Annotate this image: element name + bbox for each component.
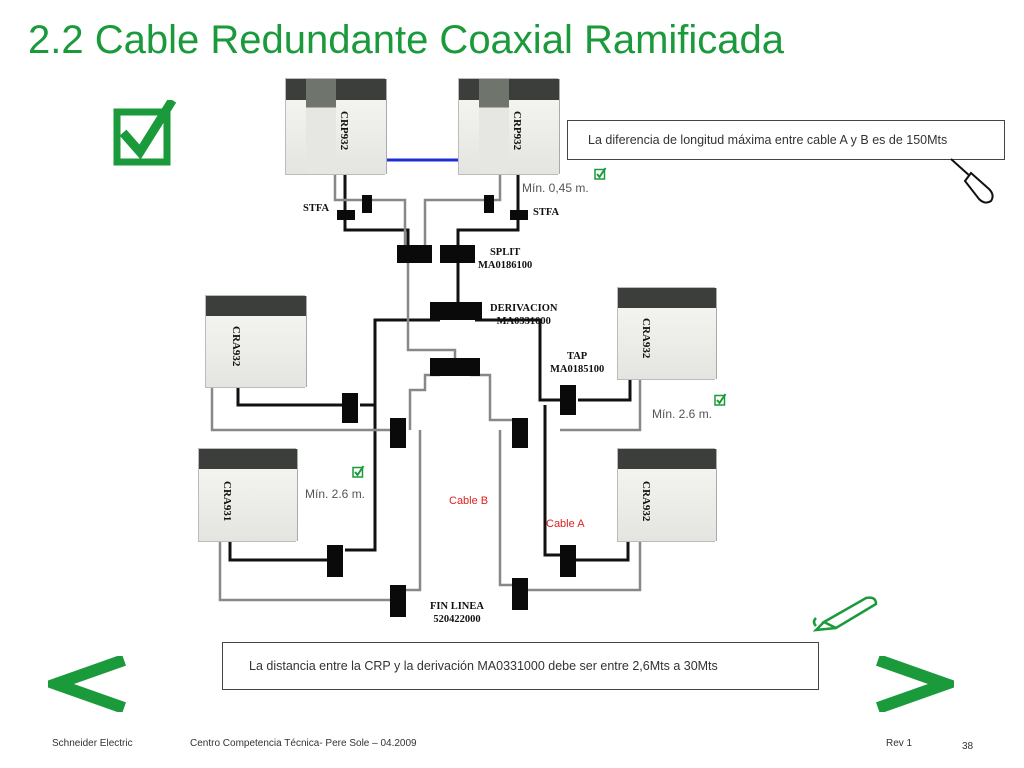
previous-arrow-button[interactable]: < bbox=[48, 656, 128, 712]
distance-text: La distancia entre la CRP y la derivació… bbox=[249, 659, 718, 673]
split-name: SPLIT bbox=[489, 247, 521, 258]
footer-center: Centro Competencia Técnica- Pere Sole – … bbox=[190, 738, 417, 749]
checkbox-checked-icon bbox=[352, 465, 365, 478]
crp-rack-left: CRP932 bbox=[285, 78, 387, 175]
plc-label: CRA932 bbox=[230, 326, 242, 367]
cra-rack-mid-left: CRA932 bbox=[205, 295, 307, 388]
min-distance-crp: Mín. 0,45 m. bbox=[522, 181, 589, 195]
screwdriver-icon bbox=[950, 158, 994, 204]
footer-rev: Rev 1 bbox=[886, 738, 913, 749]
cra-rack-bottom-left: CRA931 bbox=[198, 448, 298, 542]
pencil-icon bbox=[812, 596, 878, 632]
min-distance-right: Mín. 2.6 m. bbox=[652, 407, 713, 421]
plc-label: CRA931 bbox=[221, 481, 233, 522]
page-title: 2.2 Cable Redundante Coaxial Ramificada bbox=[28, 18, 785, 62]
tap-name: TAP bbox=[567, 351, 588, 362]
plc-label: CRP932 bbox=[338, 111, 350, 151]
min-distance-left: Mín. 2.6 m. bbox=[305, 487, 366, 501]
checkbox-checked-icon bbox=[113, 100, 176, 166]
cra-rack-bottom-right: CRA932 bbox=[617, 448, 717, 542]
tap-ref: MA0185100 bbox=[550, 364, 605, 375]
cable-a-label: Cable A bbox=[546, 518, 585, 530]
distance-note: La distancia entre la CRP y la derivació… bbox=[222, 642, 819, 690]
split-ref: MA0186100 bbox=[478, 260, 533, 271]
checkbox-checked-icon bbox=[714, 393, 727, 406]
cable-b-label: Cable B bbox=[449, 495, 489, 507]
fin-linea-name: FIN LINEA bbox=[430, 601, 484, 612]
footer-page-number: 38 bbox=[962, 741, 974, 752]
plc-label: CRP932 bbox=[511, 111, 523, 151]
fin-linea-label: FIN LINEA 520422000 bbox=[430, 600, 484, 626]
checkbox-checked-icon bbox=[594, 167, 607, 180]
derivacion-name: DERIVACION bbox=[490, 303, 558, 314]
cra-rack-mid-right: CRA932 bbox=[617, 287, 717, 380]
next-arrow-button[interactable]: > bbox=[874, 656, 954, 712]
derivacion-ref: MA0331000 bbox=[496, 316, 551, 327]
plc-label: CRA932 bbox=[640, 318, 652, 359]
split-label: SPLIT MA0186100 bbox=[478, 246, 532, 272]
crp-rack-right: CRP932 bbox=[458, 78, 560, 175]
fin-linea-ref: 520422000 bbox=[433, 614, 481, 625]
tap-label: TAP MA0185100 bbox=[550, 350, 604, 376]
length-difference-text: La diferencia de longitud máxima entre c… bbox=[588, 133, 948, 147]
plc-label: CRA932 bbox=[640, 481, 652, 522]
stfa-label-right: STFA bbox=[533, 207, 560, 218]
stfa-label-left: STFA bbox=[303, 203, 330, 214]
derivacion-label: DERIVACION MA0331000 bbox=[490, 302, 558, 328]
footer-company: Schneider Electric bbox=[52, 738, 133, 749]
length-difference-note: La diferencia de longitud máxima entre c… bbox=[567, 120, 1005, 160]
